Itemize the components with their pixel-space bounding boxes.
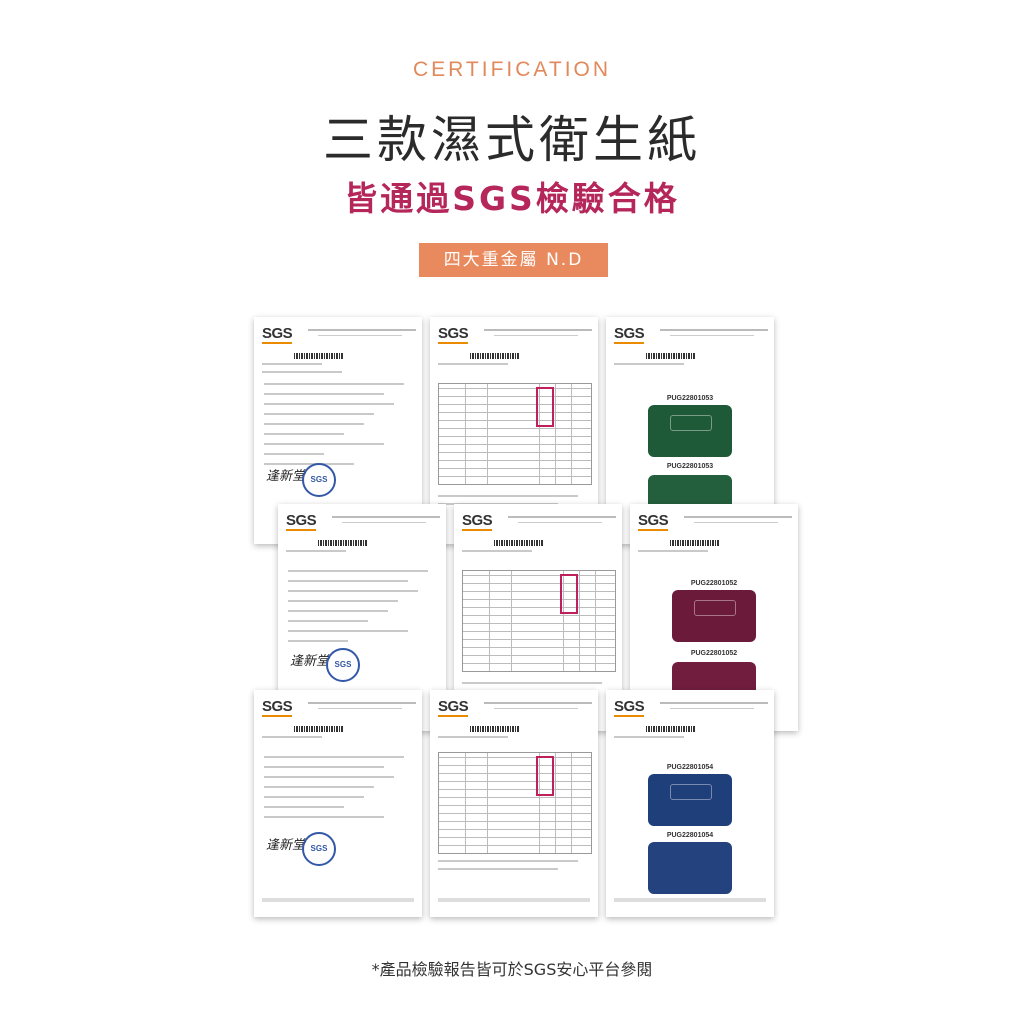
sgs-stamp: SGS — [302, 832, 336, 866]
page-title: 三款濕式衛生紙 — [323, 111, 701, 169]
sgs-logo: SGS — [614, 325, 645, 344]
footer-note: *產品檢驗報告皆可於SGS安心平台參閱 — [371, 960, 653, 979]
sgs-logo: SGS — [438, 325, 469, 344]
nd-highlight-box — [536, 387, 554, 427]
product-code-label: PUG22801053 — [666, 395, 714, 402]
page-subtitle: 皆通過SGS檢驗合格 — [344, 179, 680, 218]
report-results-3: SGS — [430, 690, 598, 917]
heavy-metal-badge: 四大重金屬 N.D — [419, 243, 608, 277]
sgs-logo: SGS — [614, 698, 645, 717]
sgs-logo: SGS — [262, 698, 293, 717]
report-cover-3: SGS 逢新堂 SGS — [254, 690, 422, 917]
sgs-stamp: SGS — [326, 648, 360, 682]
nd-highlight-box — [560, 574, 578, 614]
nd-highlight-box — [536, 756, 554, 796]
section-eyebrow: CERTIFICATION — [412, 58, 612, 81]
sgs-logo: SGS — [638, 512, 669, 531]
sgs-stamp: SGS — [302, 463, 336, 497]
sgs-logo: SGS — [262, 325, 293, 344]
product-code-label: PUG22801054 — [666, 832, 714, 839]
sgs-logo: SGS — [286, 512, 317, 531]
report-photo-3: SGS PUG22801054 PUG22801054 — [606, 690, 774, 917]
sgs-logo: SGS — [438, 698, 469, 717]
sgs-logo: SGS — [462, 512, 493, 531]
wipes-package-navy — [648, 774, 732, 826]
product-code-label: PUG22801052 — [690, 650, 738, 657]
product-code-label: PUG22801053 — [666, 463, 714, 470]
wipes-package-green — [648, 405, 732, 457]
wipes-package-navy-back — [648, 842, 732, 894]
wipes-package-burgundy — [672, 590, 756, 642]
product-code-label: PUG22801054 — [666, 764, 714, 771]
product-code-label: PUG22801052 — [690, 580, 738, 587]
